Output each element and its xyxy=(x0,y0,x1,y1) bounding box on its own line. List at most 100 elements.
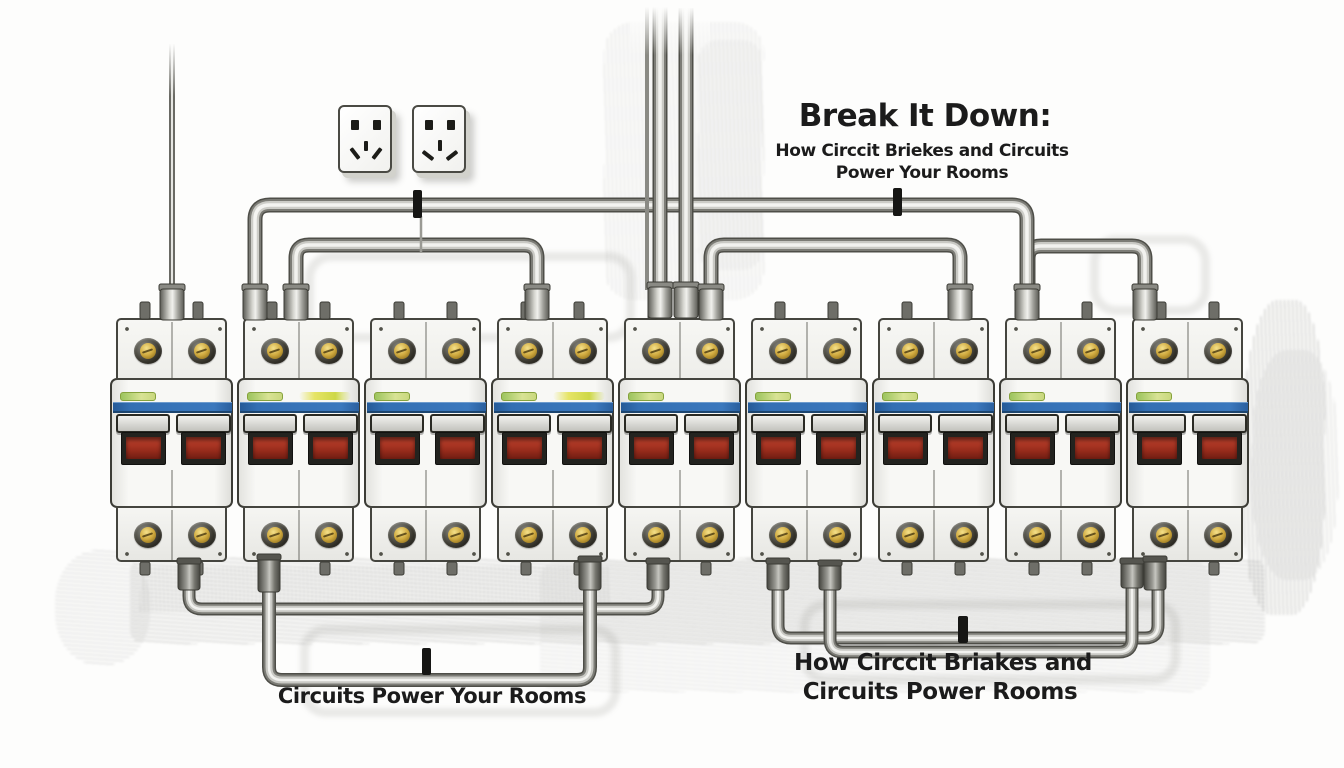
blue-stripe xyxy=(1129,402,1248,413)
pencil-shading xyxy=(698,40,762,270)
tick-marker xyxy=(958,616,968,643)
tick-markers xyxy=(413,188,968,675)
sketch-fade xyxy=(158,36,188,96)
terminal-screw xyxy=(515,522,543,548)
pole-divider xyxy=(1060,322,1062,378)
wire-post xyxy=(1143,557,1167,591)
terminal-screw xyxy=(1204,522,1232,548)
breaker-body xyxy=(999,378,1122,508)
rating-label xyxy=(628,392,664,401)
tick-marker xyxy=(413,190,422,218)
conduit-arc-b xyxy=(703,237,968,296)
terminal-nub xyxy=(319,561,331,576)
rating-label xyxy=(374,392,410,401)
circuit-breaker-unit xyxy=(491,318,614,562)
brass-screw-head xyxy=(1083,527,1099,543)
outlet-slot xyxy=(364,141,368,151)
breaker-body xyxy=(364,378,487,508)
outlet-slot xyxy=(447,120,455,130)
terminal-screw xyxy=(315,338,343,364)
pole-divider xyxy=(679,470,681,506)
pole-divider xyxy=(425,322,427,378)
terminal-nub xyxy=(1081,561,1093,576)
brass-screw-head xyxy=(1156,527,1172,543)
terminal-nub xyxy=(901,301,913,320)
wire-posts xyxy=(176,553,1168,593)
terminal-screw xyxy=(261,338,289,364)
rating-label xyxy=(120,392,156,401)
brass-screw-head xyxy=(140,343,156,359)
post-cap xyxy=(645,557,671,565)
conduit-bottom-loop-shallow-left xyxy=(182,566,665,616)
outlet-slot xyxy=(349,147,361,160)
page-title: Break It Down: xyxy=(798,98,1052,134)
red-handle xyxy=(126,437,161,459)
terminal-nub xyxy=(139,301,151,320)
red-handle xyxy=(694,437,729,459)
top-terminal-box xyxy=(1132,318,1243,380)
terminal-nub xyxy=(700,561,712,576)
pole-divider xyxy=(298,322,300,378)
pole-divider xyxy=(298,510,300,560)
pole-divider xyxy=(1060,510,1062,560)
terminal-nub xyxy=(446,561,458,576)
terminal-screw xyxy=(823,522,851,548)
terminal-nub xyxy=(1028,561,1040,576)
brass-screw-head xyxy=(702,527,718,543)
wire-ferrule xyxy=(1014,288,1040,321)
breaker-body xyxy=(491,378,614,508)
wire-ferrule xyxy=(242,288,268,321)
terminal-screw xyxy=(134,522,162,548)
pole-divider xyxy=(298,470,300,506)
toggle-window xyxy=(1070,432,1115,465)
toggle-window xyxy=(375,432,420,465)
red-handle xyxy=(1015,437,1050,459)
pole-divider xyxy=(552,470,554,506)
top-terminal-box xyxy=(1005,318,1116,380)
top-terminal-box xyxy=(497,318,608,380)
tick-marker xyxy=(422,648,431,675)
terminal-nub xyxy=(573,301,585,320)
subtitle-line-1: How Circcit Briekes and Circuits xyxy=(775,141,1069,161)
terminal-screw xyxy=(1077,522,1105,548)
top-terminal-box xyxy=(878,318,989,380)
pole-divider xyxy=(1187,470,1189,506)
brass-screw-head xyxy=(1083,343,1099,359)
terminal-screw xyxy=(823,338,851,364)
red-handle xyxy=(186,437,221,459)
brass-screw-head xyxy=(321,343,337,359)
terminal-screw xyxy=(896,522,924,548)
brass-screw-head xyxy=(775,527,791,543)
pole-divider xyxy=(1187,510,1189,560)
terminal-screw xyxy=(769,338,797,364)
brass-screw-head xyxy=(194,343,210,359)
terminal-screw xyxy=(569,338,597,364)
bottom-terminal-box xyxy=(370,506,481,562)
brass-screw-head xyxy=(521,343,537,359)
terminal-screw xyxy=(1023,522,1051,548)
terminal-nub xyxy=(139,561,151,576)
toggle-window xyxy=(689,432,734,465)
label-highlight xyxy=(299,392,351,400)
terminal-screw xyxy=(1023,338,1051,364)
red-handle xyxy=(634,437,669,459)
toggle-window xyxy=(1137,432,1182,465)
circuit-breaker-unit xyxy=(1126,318,1249,562)
terminal-screw xyxy=(642,338,670,364)
pole-divider xyxy=(806,510,808,560)
red-handle xyxy=(1202,437,1237,459)
terminal-screw xyxy=(769,522,797,548)
terminal-screw xyxy=(1204,338,1232,364)
brass-screw-head xyxy=(702,343,718,359)
terminal-nub xyxy=(774,301,786,320)
wire-ferrule xyxy=(698,288,724,321)
conduit-arc-a xyxy=(288,237,545,296)
terminal-screw xyxy=(388,338,416,364)
brass-screw-head xyxy=(902,527,918,543)
caption-bottom-right-line-2: Circuits Power Rooms xyxy=(802,679,1078,705)
toggle-window xyxy=(629,432,674,465)
toggle-window xyxy=(248,432,293,465)
pole-divider xyxy=(679,510,681,560)
